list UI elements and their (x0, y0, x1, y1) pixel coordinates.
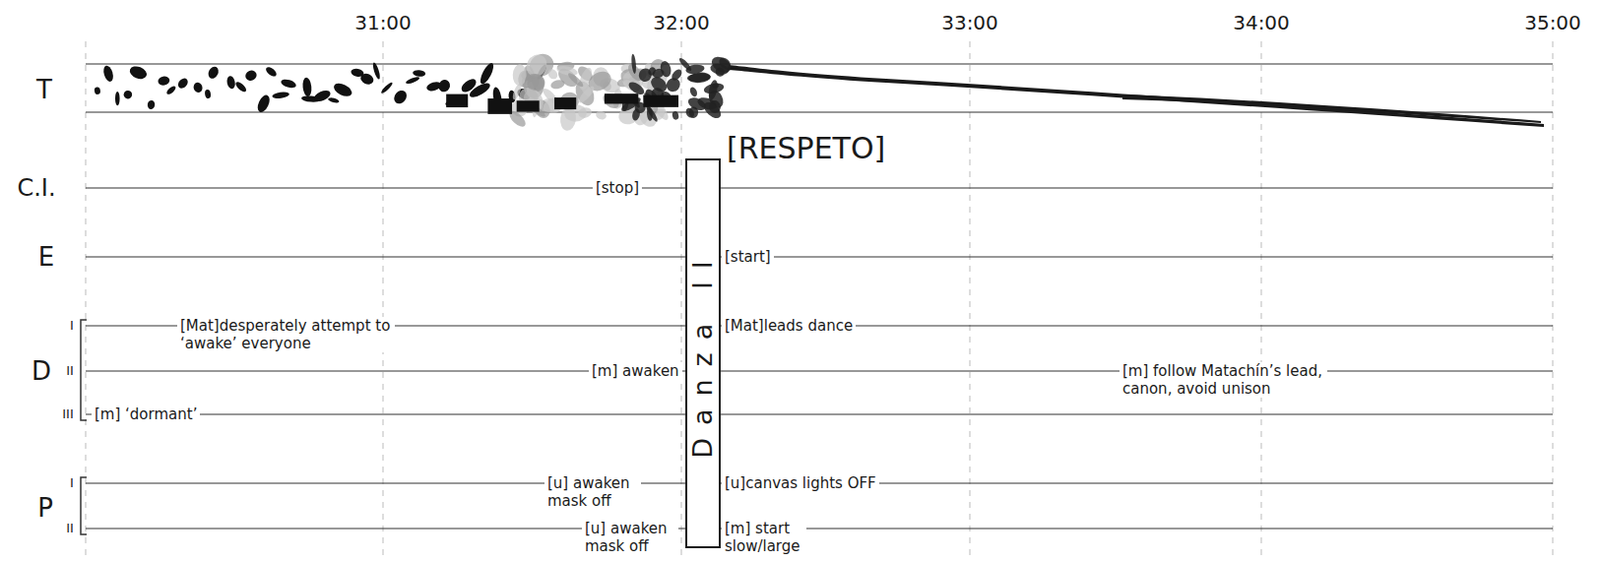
cue-text: [Mat]leads dance (721, 317, 856, 335)
sub-row-label: II (65, 520, 74, 537)
group-brackets (80, 320, 87, 535)
cue-text: [u] awaken mask off (544, 474, 641, 511)
cue-text: [m] start slow/large (721, 519, 807, 556)
section-title: Danza II (688, 248, 718, 459)
cue-text: [start] (721, 248, 774, 266)
row-label: E (38, 242, 55, 273)
row-label: T (36, 74, 53, 106)
texture-band (93, 50, 1544, 132)
sub-row-label: I (69, 318, 74, 334)
staff-lines (85, 64, 1553, 529)
time-label: 31:00 (354, 10, 412, 35)
sub-row-label: III (62, 406, 74, 423)
sub-row-label: II (65, 363, 74, 380)
time-label: 33:00 (941, 10, 999, 35)
sub-row-label: I (69, 475, 74, 492)
time-gridlines (85, 41, 1553, 561)
cue-text: [u]canvas lights OFF (721, 474, 880, 493)
row-label: P (37, 493, 54, 524)
row-label: D (31, 356, 52, 387)
cue-text: [m] awaken (588, 362, 683, 381)
row-label: C.I. (16, 174, 56, 203)
cue-text: [stop] (592, 179, 642, 197)
cue-text: [m] follow Matachín’s lead, canon, avoid… (1119, 362, 1328, 398)
cue-text: [m] ‘dormant’ (91, 405, 200, 424)
time-label: 32:00 (652, 10, 710, 35)
cue-text: [Mat]desperately attempt to ‘awake’ ever… (177, 317, 395, 353)
time-label: 34:00 (1232, 10, 1290, 35)
time-label: 35:00 (1524, 10, 1582, 35)
section-heading: [RESPETO] (726, 130, 886, 167)
cue-text: [u] awaken mask off (581, 519, 679, 556)
section-box: Danza II (685, 158, 721, 549)
